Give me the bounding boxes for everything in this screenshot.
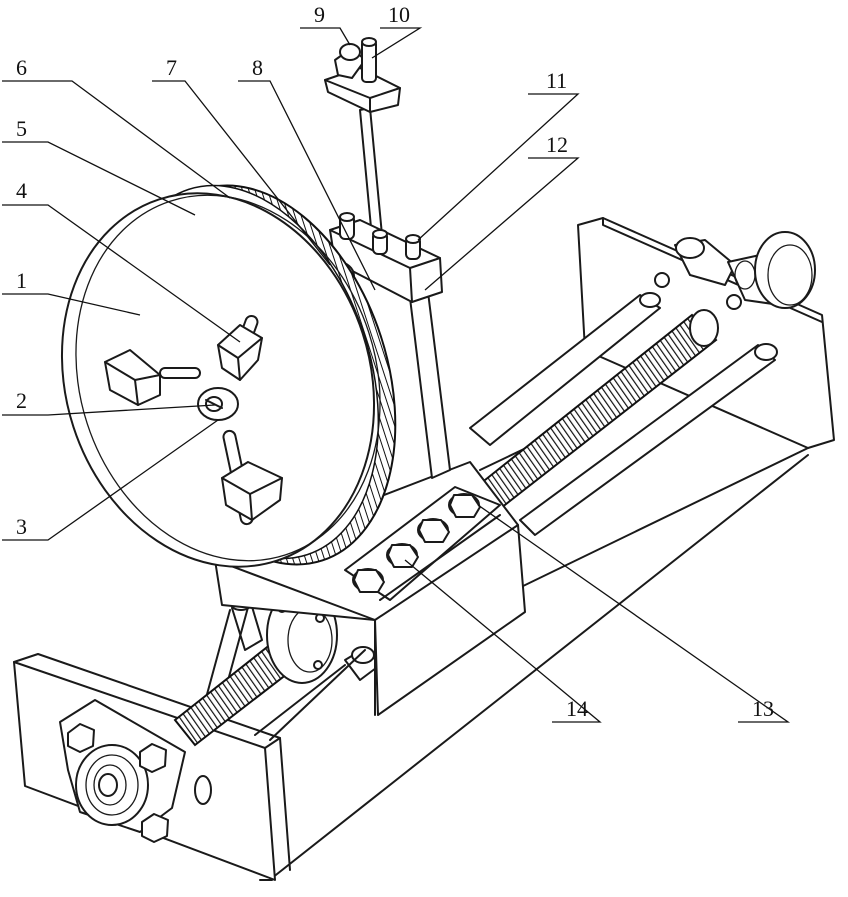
label-2: 2 [16,388,27,413]
label-8: 8 [252,55,263,80]
rod-8 [360,108,382,238]
vertical-post [410,292,450,478]
label-1: 1 [16,268,27,293]
flange-bolt-3 [142,814,168,842]
label-6: 6 [16,55,27,80]
label-4: 4 [16,178,27,203]
label-13: 13 [752,696,774,721]
label-11: 11 [546,68,567,93]
flange-bolt-2 [140,744,166,772]
label-9: 9 [314,2,325,27]
label-5: 5 [16,116,27,141]
label-14: 14 [566,696,588,721]
label-3: 3 [16,514,27,539]
label-7: 7 [166,55,177,80]
label-10: 10 [388,2,410,27]
label-12: 12 [546,132,568,157]
